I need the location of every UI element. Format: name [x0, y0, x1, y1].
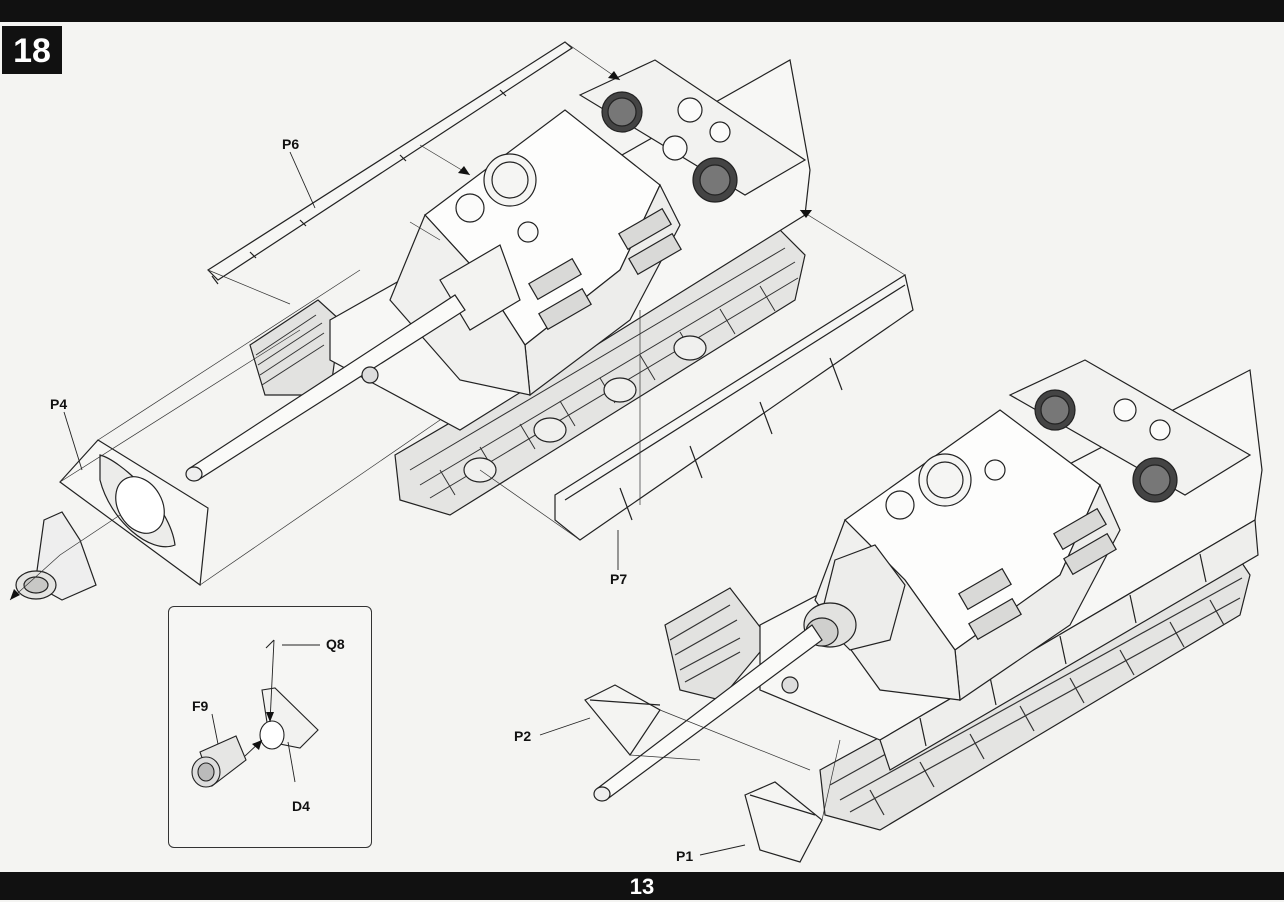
p7-side-skirt — [554, 274, 914, 541]
label-p4: P4 — [50, 396, 68, 412]
lower-side-skirt — [879, 519, 1259, 771]
p1-plate — [744, 781, 823, 863]
label-p7: P7 — [610, 571, 628, 587]
bottom-black-band — [0, 872, 1284, 900]
label-f9: F9 — [192, 698, 209, 714]
p6-side-skirt — [207, 41, 573, 281]
step-number-badge: 18 — [2, 26, 62, 74]
label-q8: Q8 — [326, 636, 345, 652]
lower-left-track — [664, 587, 771, 701]
upper-engine-deck — [578, 59, 807, 196]
detail-inset-box — [168, 606, 372, 848]
label-p1: P1 — [676, 848, 694, 864]
lower-engine-deck — [1008, 359, 1252, 496]
page-number: 13 — [629, 874, 655, 899]
label-d4: D4 — [292, 798, 310, 814]
label-p6: P6 — [282, 136, 300, 152]
label-p2: P2 — [514, 728, 532, 744]
top-black-band — [0, 0, 1284, 22]
